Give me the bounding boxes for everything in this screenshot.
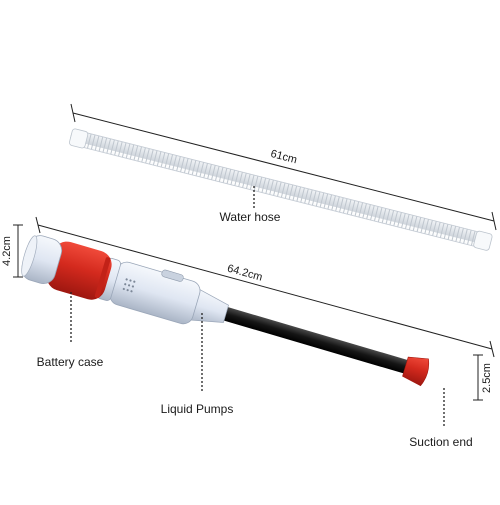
tip-diameter-line [473,354,483,401]
pump-motor-body [109,261,201,325]
battery-case-grip [46,241,112,300]
power-switch [161,269,184,282]
hose-length-label: 61cm [269,148,298,166]
water-hose-label: Water hose [220,210,281,224]
water-hose-group: 61cm Water hose [69,103,497,251]
suction-tip [402,356,430,387]
water-hose [69,128,493,251]
cap-face [21,235,38,277]
pump-dimension-line [35,216,495,358]
vent-grille [122,278,136,293]
liquid-pumps-label: Liquid Pumps [161,402,234,416]
handle-diameter-line [13,224,23,278]
hose-dimension-line [70,103,497,231]
handle-diameter-label: 4.2cm [1,236,13,266]
pump-length-label: 64.2cm [226,263,264,284]
battery-case-label: Battery case [37,355,104,369]
liquid-pump [21,235,430,387]
tip-diameter-label: 2.5cm [481,363,493,393]
suction-tube [219,306,411,375]
suction-end-label: Suction end [409,435,472,449]
red-ring [94,257,111,298]
